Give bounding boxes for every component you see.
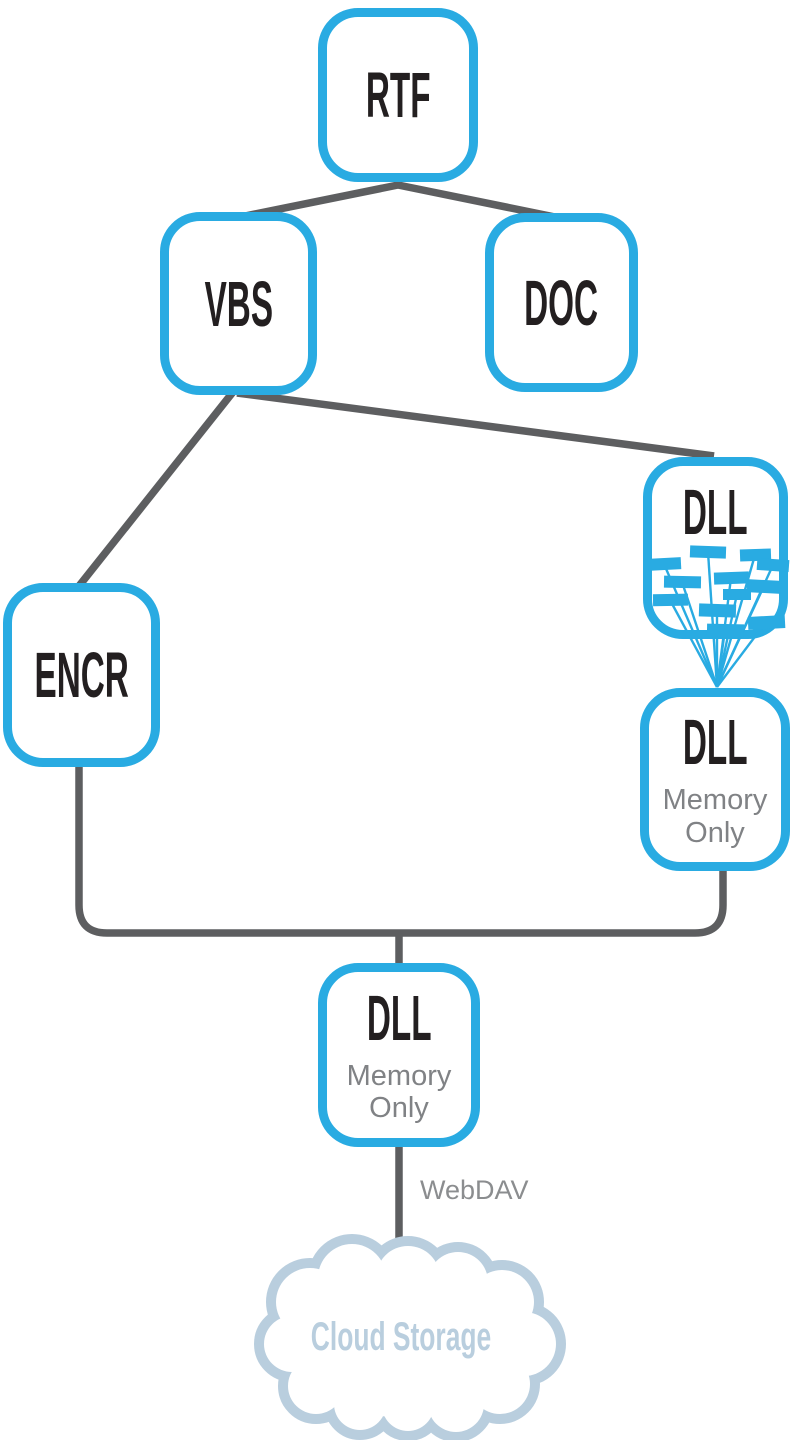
- node-vbs: VBS: [160, 212, 317, 395]
- node-dll-memory-center-label: DLL: [366, 981, 432, 1054]
- edge-rtf-to-vbs-doc: [244, 181, 556, 221]
- node-rtf: RTF: [318, 8, 478, 182]
- cloud-icon: [254, 1234, 566, 1440]
- webdav-label: WebDAV: [420, 1175, 529, 1205]
- node-encr: ENCR: [3, 583, 160, 767]
- node-doc: DOC: [485, 213, 638, 392]
- node-encr-label: ENCR: [34, 639, 129, 711]
- node-dll-loader-label: DLL: [683, 476, 748, 548]
- node-vbs-label: VBS: [204, 267, 273, 340]
- node-rtf-label: RTF: [365, 59, 431, 131]
- node-dll-memory-right-sublabel: Memory Only: [662, 784, 768, 849]
- node-doc-label: DOC: [524, 266, 599, 339]
- edge-merge-encr-dllmem: [75, 765, 727, 937]
- node-dll-memory-center: DLL Memory Only: [318, 963, 480, 1147]
- node-dll-memory-right: DLL Memory Only: [640, 688, 790, 871]
- node-dll-loader: DLL: [643, 457, 788, 639]
- cloud-storage-label: Cloud Storage: [310, 1315, 492, 1359]
- node-dll-memory-center-sublabel: Memory Only: [346, 1059, 452, 1124]
- node-dll-memory-right-label: DLL: [682, 706, 748, 779]
- edge-vbs-to-encr: [76, 389, 236, 589]
- edge-vbs-to-dll-loader: [236, 389, 715, 460]
